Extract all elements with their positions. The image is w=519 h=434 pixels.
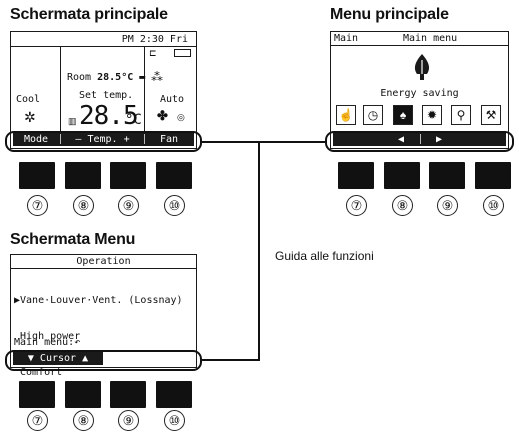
- button-10[interactable]: [156, 162, 192, 189]
- number-9: ⑨: [118, 410, 139, 431]
- tool-icon[interactable]: ⚒: [481, 105, 501, 125]
- number-10: ⑩: [483, 195, 504, 216]
- function-guide-label: Guida alle funzioni: [275, 249, 374, 263]
- filter-icon: [174, 49, 191, 57]
- set-temp-value: 28.5: [79, 101, 139, 131]
- button-9[interactable]: [110, 381, 146, 408]
- gear-icon[interactable]: ✹: [422, 105, 442, 125]
- main-function-highlight: [5, 131, 202, 152]
- vane-icon: ⁂: [151, 70, 163, 84]
- number-8: ⑧: [73, 195, 94, 216]
- connector-main: [202, 141, 258, 143]
- snowflake-icon: ✲: [24, 109, 36, 125]
- button-8[interactable]: [65, 381, 101, 408]
- number-7: ⑦: [346, 195, 367, 216]
- nav-right: ▶: [435, 133, 443, 145]
- main-screen-display: PM 2:30 Fri ⊏ Cool ✲ Room 28.5°C ▬ Set t…: [10, 31, 197, 149]
- main-menu-return: Main menu:↶: [14, 337, 80, 348]
- menu-item-vane[interactable]: ▶Vane·Louver·Vent. (Lossnay): [14, 295, 183, 306]
- menu-function-bar: ◀ ▶: [333, 132, 506, 146]
- room-temp-line: Room 28.5°C ▬: [67, 72, 145, 83]
- main-menu-display: Main Main menu Energy saving ☝ ◷ ♠ ✹ ⚲ ⚒…: [330, 31, 509, 149]
- button-7[interactable]: [338, 162, 374, 189]
- menu-item-comfort[interactable]: Comfort: [14, 367, 63, 378]
- leaf-icon[interactable]: ♠: [393, 105, 413, 125]
- main-menu-title: Menu principale: [330, 6, 449, 23]
- menu-screen-display: Operation ▶Vane·Louver·Vent. (Lossnay) H…: [10, 254, 197, 378]
- number-7: ⑦: [27, 195, 48, 216]
- main-screen-title: Schermata principale: [10, 6, 168, 23]
- number-8: ⑧: [73, 410, 94, 431]
- menu-item-high-power[interactable]: High power: [14, 331, 81, 342]
- return-arrow-icon: ↶: [74, 337, 81, 348]
- button-8[interactable]: [65, 162, 101, 189]
- footer-label: Main menu:: [14, 337, 75, 348]
- menu-header-center: Main menu: [403, 33, 458, 44]
- energy-leaf-icon: [414, 54, 430, 80]
- menu-header-left: Main: [334, 33, 359, 44]
- set-temp-unit: °C: [125, 112, 142, 128]
- display-icon: ▬: [139, 72, 146, 83]
- number-10: ⑩: [164, 195, 185, 216]
- wrench-icon[interactable]: ⚲: [451, 105, 471, 125]
- function-temp: — Temp. +: [75, 133, 130, 145]
- fan-icon: ✤: [157, 108, 168, 123]
- connector-cursor: [202, 359, 260, 361]
- thermometer-icon: ▥: [68, 116, 77, 126]
- button-7[interactable]: [19, 381, 55, 408]
- number-9: ⑨: [118, 195, 139, 216]
- hand-icon[interactable]: ☝: [336, 105, 356, 125]
- function-fan: Fan: [159, 133, 179, 145]
- nav-left: ◀: [397, 133, 405, 145]
- menu-screen-title-bar: Operation: [76, 256, 131, 267]
- function-mode: Mode: [23, 133, 49, 145]
- button-10[interactable]: [475, 162, 511, 189]
- room-temp: 28.5°C: [97, 72, 134, 83]
- signal-icon: ⊏: [149, 48, 157, 58]
- button-9[interactable]: [429, 162, 465, 189]
- cursor-function-bar: ▼ Cursor ▲: [13, 351, 103, 365]
- fan-mode: Auto: [160, 94, 185, 105]
- menu-function-highlight: [325, 131, 514, 152]
- cursor-label: ▼ Cursor ▲: [27, 352, 89, 364]
- number-9: ⑨: [437, 195, 458, 216]
- main-function-bar: Mode — Temp. + Fan: [13, 132, 194, 146]
- button-10[interactable]: [156, 381, 192, 408]
- fan-speed-icon: ◎: [177, 112, 185, 122]
- button-7[interactable]: [19, 162, 55, 189]
- clock-icon[interactable]: ◷: [363, 105, 383, 125]
- cursor-function-highlight: [5, 350, 202, 371]
- button-9[interactable]: [110, 162, 146, 189]
- button-8[interactable]: [384, 162, 420, 189]
- menu-screen-title: Schermata Menu: [10, 231, 136, 248]
- menu-items: ▶Vane·Louver·Vent. (Lossnay) High power …: [14, 271, 183, 403]
- number-7: ⑦: [27, 410, 48, 431]
- number-8: ⑧: [392, 195, 413, 216]
- selected-function-label: Energy saving: [380, 88, 459, 99]
- clock-display: PM 2:30 Fri: [121, 34, 188, 45]
- mode-label: Cool: [16, 94, 41, 105]
- number-10: ⑩: [164, 410, 185, 431]
- connector-menu: [258, 141, 325, 143]
- set-temp-label: Set temp.: [79, 90, 134, 101]
- room-label: Room: [67, 72, 92, 83]
- connector-vertical: [258, 141, 260, 361]
